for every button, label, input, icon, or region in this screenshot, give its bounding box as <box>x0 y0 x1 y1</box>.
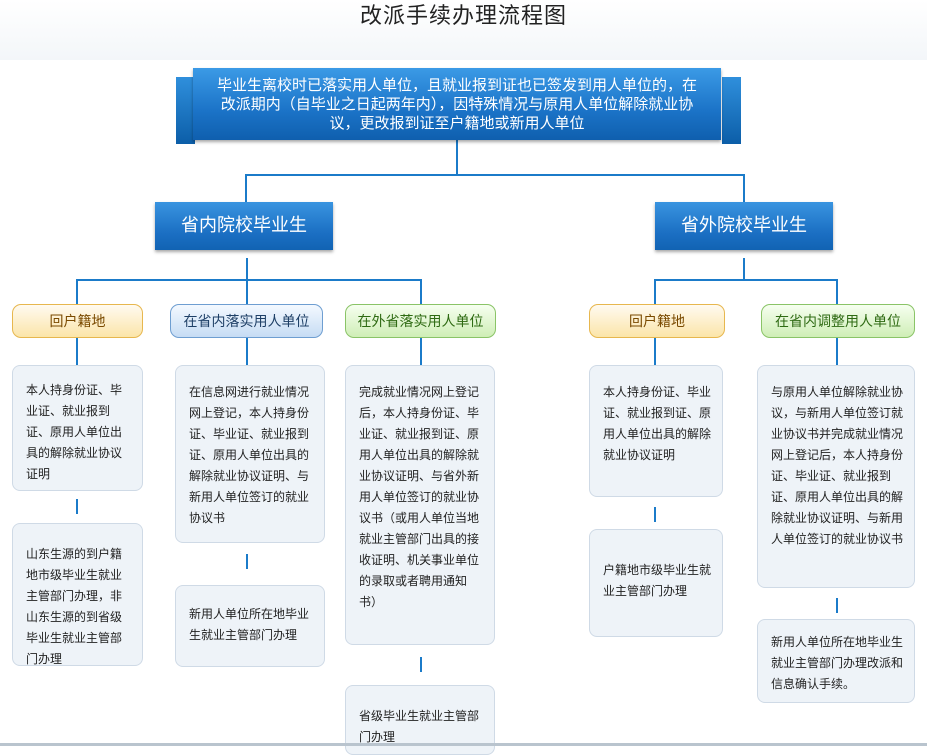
connector-line <box>76 279 422 281</box>
step-card: 山东生源的到户籍地市级毕业生就业主管部门办理，非山东生源的到省级毕业生就业主管部… <box>12 523 143 666</box>
connector-line <box>76 499 78 514</box>
connector-line <box>420 657 422 672</box>
step-card: 户籍地市级毕业生就业主管部门办理 <box>589 529 723 637</box>
connector-line <box>245 174 247 202</box>
step-card: 与原用人单位解除就业协议，与新用人单位签订就业协议书并完成就业情况网上登记后，本… <box>757 365 915 588</box>
connector-line <box>743 174 745 202</box>
connector-line <box>836 279 838 304</box>
branch-adjust-employer: 在省内调整用人单位 <box>761 304 915 338</box>
category-out-province: 省外院校毕业生 <box>655 202 833 250</box>
step-card: 在信息网进行就业情况网上登记，本人持身份证、毕业证、就业报到证、原用人单位出具的… <box>175 365 325 543</box>
connector-line <box>246 279 248 304</box>
connector-line <box>420 279 422 304</box>
branch-out-province-employer: 在外省落实用人单位 <box>345 304 496 338</box>
page-title: 改派手续办理流程图 <box>359 4 567 29</box>
connector-line <box>245 174 745 176</box>
page-bottom-divider <box>0 743 927 746</box>
branch-in-province-employer: 在省内落实用人单位 <box>170 304 323 338</box>
connector-line <box>76 279 78 304</box>
category-in-province: 省内院校毕业生 <box>155 202 333 250</box>
connector-line <box>654 279 656 304</box>
condition-banner: 毕业生离校时已落实用人单位，且就业报到证也已签发到用人单位的，在改派期内（自毕业… <box>193 68 721 140</box>
connector-line <box>654 338 656 365</box>
step-card: 新用人单位所在地毕业生就业主管部门办理 <box>175 585 325 667</box>
connector-line <box>836 338 838 365</box>
branch-return-hometown: 回户籍地 <box>12 304 143 338</box>
connector-line <box>654 279 838 281</box>
connector-line <box>654 507 656 522</box>
connector-line <box>743 258 745 280</box>
banner-tab-left <box>176 77 195 144</box>
connector-line <box>836 598 838 613</box>
step-card: 新用人单位所在地毕业生就业主管部门办理改派和信息确认手续。 <box>757 619 915 703</box>
connector-line <box>246 554 248 569</box>
connector-line <box>456 140 458 175</box>
connector-line <box>420 338 422 365</box>
branch-return-hometown-outside: 回户籍地 <box>589 304 725 338</box>
header-background <box>0 0 927 60</box>
connector-line <box>76 338 78 365</box>
banner-tab-right <box>722 77 741 144</box>
step-card: 本人持身份证、毕业证、就业报到证、原用人单位出具的解除就业协议证明 <box>12 365 143 491</box>
condition-text: 毕业生离校时已落实用人单位，且就业报到证也已签发到用人单位的，在改派期内（自毕业… <box>216 75 697 132</box>
step-card: 本人持身份证、毕业证、就业报到证、原用人单位出具的解除就业协议证明 <box>589 365 723 497</box>
step-card: 完成就业情况网上登记后，本人持身份证、毕业证、就业报到证、原用人单位出具的解除就… <box>345 365 495 645</box>
connector-line <box>246 338 248 365</box>
connector-line <box>246 258 248 280</box>
